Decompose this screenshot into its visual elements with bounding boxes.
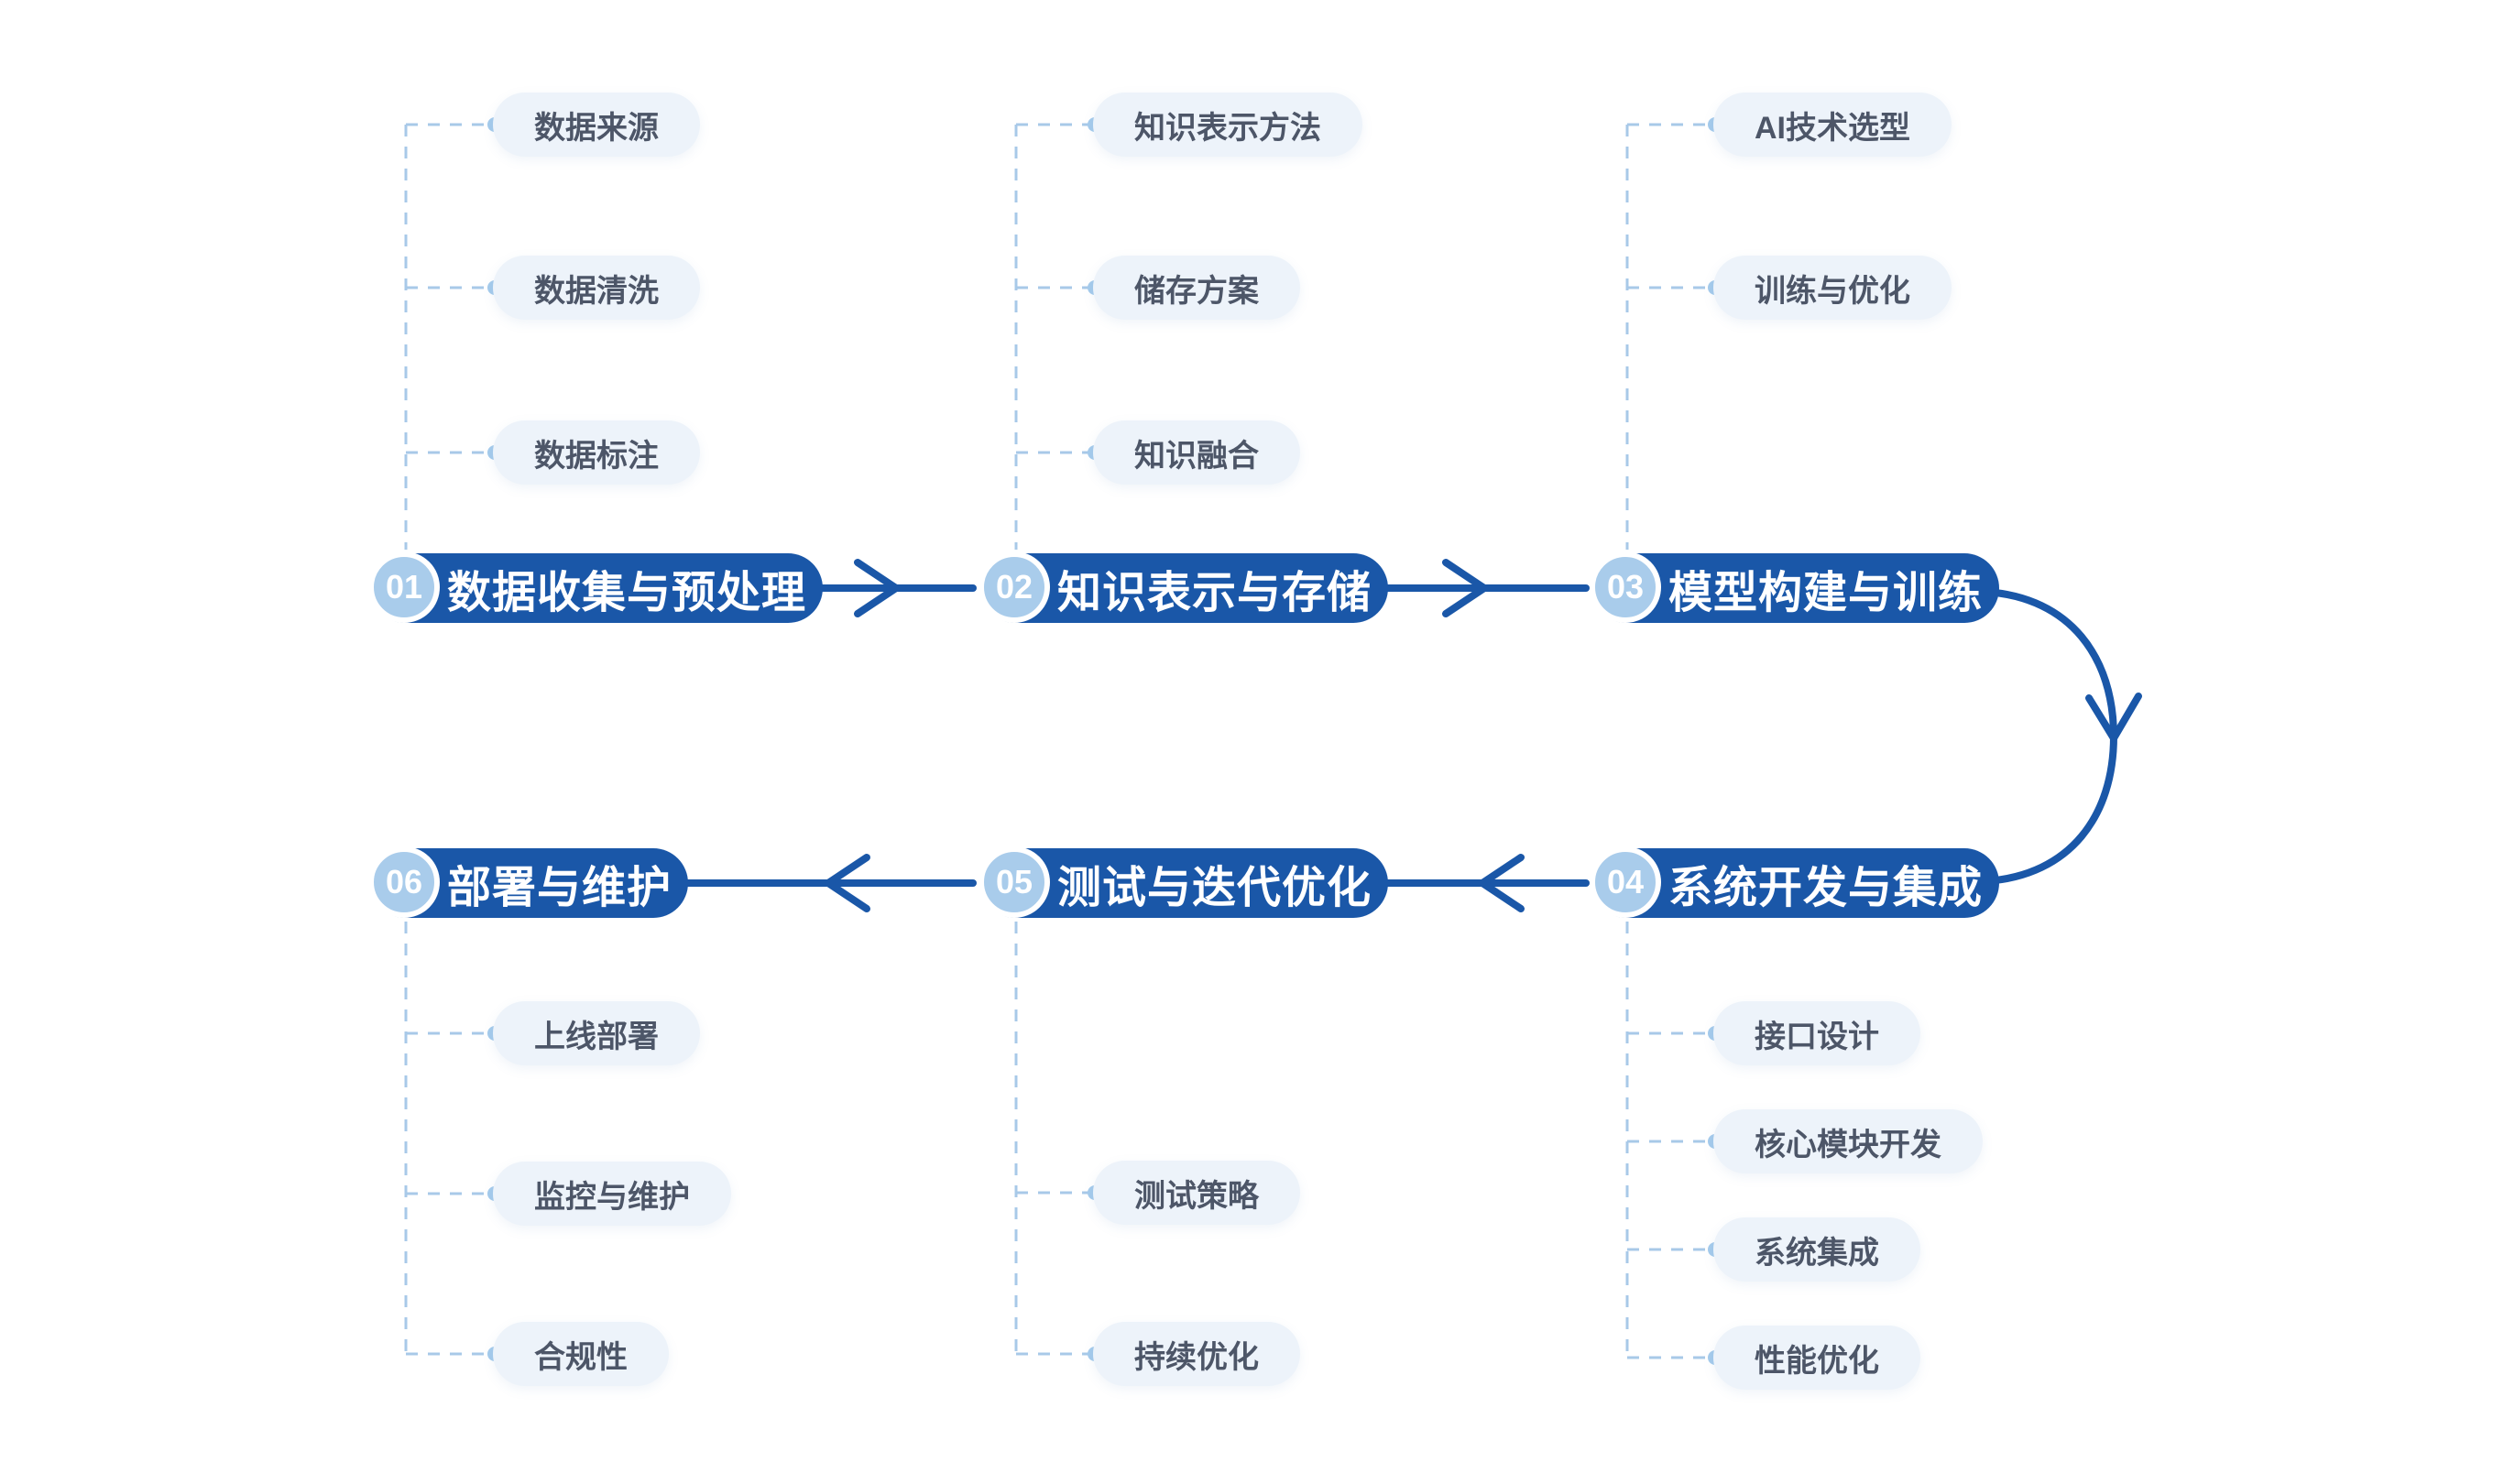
stage-number-badge: 02: [979, 551, 1050, 623]
sub-item-pill: 监控与维护: [493, 1162, 731, 1226]
sub-item-pill: 持续优化: [1093, 1322, 1300, 1386]
arrow-02-03-head: [1442, 559, 1488, 617]
stage-number-badge: 04: [1590, 846, 1661, 918]
stage-pill-label: 模型构建与训练: [1591, 553, 2000, 623]
sub-item-pill: 数据标注: [493, 420, 700, 485]
stage3-branch-lines: [1625, 123, 1709, 550]
arrow-03-04-arc: [1982, 588, 2117, 885]
sub-item-pill: 测试策略: [1093, 1161, 1300, 1225]
sub-item-pill: 知识表示方法: [1093, 93, 1362, 157]
stage4-branch-lines: [1625, 922, 1709, 1359]
stage-node-05: 测试与迭代优化 05: [979, 846, 1389, 918]
stage-node-03: 模型构建与训练 03: [1590, 551, 2000, 623]
sub-item-pill: 合规性: [493, 1322, 669, 1386]
stage-pill-label: 系统开发与集成: [1591, 848, 2000, 918]
sub-item-pill: AI技术选型: [1713, 93, 1952, 157]
sub-item-pill: 知识融合: [1093, 420, 1300, 485]
stage-number-badge: 06: [368, 846, 440, 918]
sub-item-pill: 性能优化: [1713, 1326, 1920, 1390]
dashed-connectors: [404, 123, 1709, 1359]
sub-item-pill: 系统集成: [1713, 1217, 1920, 1282]
stage-node-06: 部署与维护 06: [368, 846, 689, 918]
stage-node-02: 知识表示与存储 02: [979, 551, 1389, 623]
stage5-branch-lines: [1014, 922, 1088, 1356]
sub-item-pill: 核心模块开发: [1713, 1109, 1983, 1173]
sub-item-pill: 数据来源: [493, 93, 700, 157]
stage-pill-label: 数据收集与预处理: [370, 553, 824, 623]
arrow-04-05-head: [1479, 854, 1525, 912]
arrow-05-06-head: [825, 854, 870, 912]
stage-number-badge: 03: [1590, 551, 1661, 623]
stage2-branch-lines: [1014, 123, 1088, 550]
stage1-branch-lines: [404, 123, 488, 550]
sub-item-pill: 接口设计: [1713, 1001, 1920, 1065]
sub-item-pill: 上线部署: [493, 1001, 700, 1065]
stage-number-badge: 05: [979, 846, 1050, 918]
flow-arrows: [676, 559, 2142, 912]
sub-item-pill: 储存方案: [1093, 256, 1300, 320]
stage-node-01: 数据收集与预处理 01: [368, 551, 824, 623]
sub-item-pill: 数据清洗: [493, 256, 700, 320]
arrow-01-02-head: [854, 559, 900, 617]
sub-item-pill: 训练与优化: [1713, 256, 1952, 320]
stage-number-badge: 01: [368, 551, 440, 623]
stage6-branch-lines: [404, 922, 488, 1356]
arrow-03-04-head: [2085, 693, 2142, 742]
stage-node-04: 系统开发与集成 04: [1590, 846, 2000, 918]
